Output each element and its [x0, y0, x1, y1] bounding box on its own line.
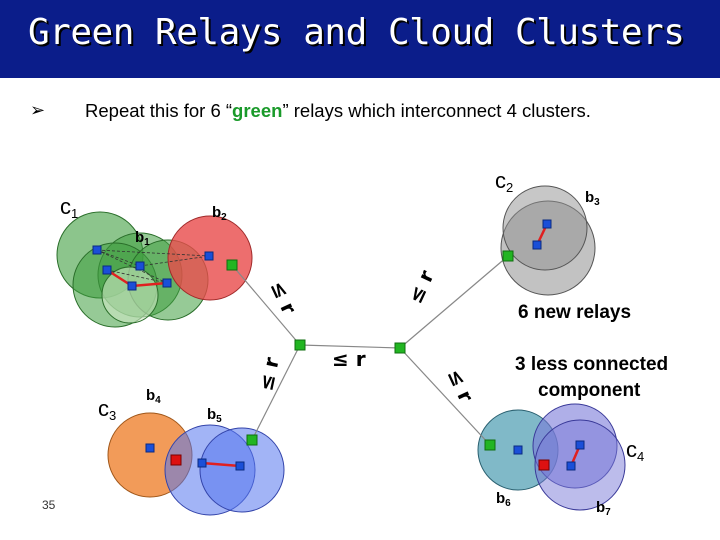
node: [197, 458, 207, 468]
green-relays: [226, 250, 514, 451]
node: [92, 245, 102, 255]
cluster-c4-range-purple-2: [534, 419, 626, 511]
node: [235, 461, 245, 471]
node: [127, 281, 137, 291]
cluster-c2: [500, 185, 596, 296]
slide-title: Green Relays and Cloud Clusters: [28, 12, 685, 53]
label-c1: c1: [60, 194, 78, 221]
label-b7: b7: [596, 499, 611, 518]
annotation-less-connected-2: component: [538, 380, 641, 401]
edge-label-r4: ≤ r: [332, 347, 366, 371]
red-node-c4: [538, 459, 550, 471]
edge-labels: ≤ r ≤ r ≤ r ≤ r ≤ r: [253, 266, 478, 405]
label-b3: b3: [585, 189, 600, 208]
label-b2: b2: [212, 204, 227, 223]
node: [566, 461, 576, 471]
label-c2: c2: [495, 168, 513, 195]
node: [102, 265, 112, 275]
relay-hub-right: [394, 342, 406, 354]
node: [135, 261, 145, 271]
label-b6: b6: [496, 490, 511, 509]
relay-6: [484, 439, 496, 451]
red-node-c3: [170, 454, 182, 466]
bullet-prefix: Repeat this for 6 “: [85, 100, 233, 121]
annotation-less-connected-1: 3 less connected: [515, 354, 668, 375]
node: [162, 278, 172, 288]
relay-hub-left: [294, 339, 306, 351]
bullet-text: Repeat this for 6 “green” relays which i…: [85, 100, 591, 122]
edge-hub-hub: [299, 344, 401, 349]
node: [204, 251, 214, 261]
label-b5: b5: [207, 406, 222, 425]
relay-2: [502, 250, 514, 262]
node: [575, 440, 585, 450]
title-bar: Green Relays and Cloud Clusters: [0, 0, 720, 78]
edge-hub-r6: [399, 347, 491, 446]
annotations: 6 new relays 3 less connected component: [515, 302, 668, 401]
edge-label-r3: ≤ r: [253, 355, 283, 393]
sensor-nodes: [92, 219, 585, 471]
label-b1: b1: [135, 229, 150, 248]
red-nodes: [170, 454, 550, 471]
bullet-suffix: ” relays which interconnect 4 clusters.: [282, 100, 591, 121]
label-c4: c4: [626, 437, 644, 464]
relay-tree-edges: [231, 255, 509, 446]
edge-label-r2: ≤ r: [403, 266, 439, 307]
node: [145, 443, 155, 453]
cluster-c1-range-5: [101, 266, 159, 324]
edge-hub-r5: [251, 344, 301, 441]
node-labels: b1 b2 b3 b4 b5 b6 b7: [135, 189, 611, 518]
bullet-highlight: green: [232, 100, 283, 121]
link-c3: [201, 461, 241, 468]
edge-r2-hub: [399, 255, 509, 349]
node: [532, 240, 542, 250]
annotation-new-relays: 6 new relays: [518, 302, 631, 323]
label-b4: b4: [146, 387, 161, 406]
label-c3: c3: [98, 396, 116, 423]
edge-r1-hub: [231, 264, 301, 346]
node: [542, 219, 552, 229]
cluster-c1-dashed-links: [96, 249, 210, 284]
relay-1: [226, 259, 238, 271]
page-number: 35: [42, 498, 56, 512]
node: [513, 445, 523, 455]
arrow-bullet-icon: ➢: [30, 100, 46, 121]
relay-5: [246, 434, 258, 446]
